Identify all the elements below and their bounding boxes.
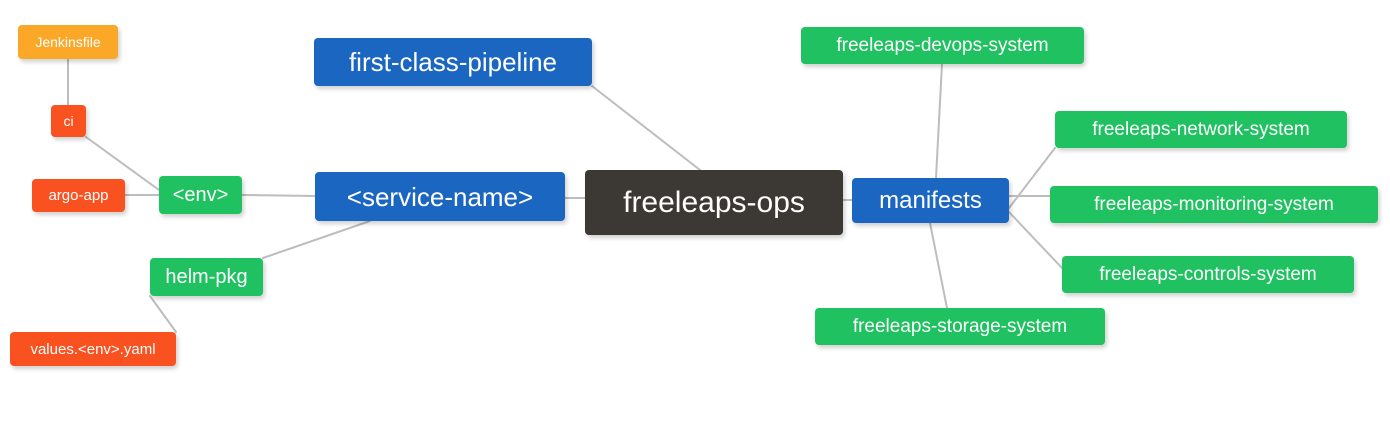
edge-manifests-to-controls-sys	[1008, 211, 1063, 269]
node-ci[interactable]: ci	[51, 105, 86, 137]
node-network-sys[interactable]: freeleaps-network-system	[1055, 111, 1347, 148]
node-freeleaps-ops[interactable]: freeleaps-ops	[585, 170, 843, 235]
node-storage-sys[interactable]: freeleaps-storage-system	[815, 308, 1105, 345]
edge-manifests-to-network-sys	[1008, 147, 1056, 209]
node-argo-app[interactable]: argo-app	[32, 179, 125, 212]
edge-values-yaml-to-helm-pkg	[149, 295, 177, 333]
node-jenkinsfile[interactable]: Jenkinsfile	[18, 25, 118, 59]
edge-helm-pkg-to-service-name	[262, 220, 371, 259]
edge-manifests-to-storage-sys	[929, 222, 948, 309]
node-env[interactable]: <env>	[159, 176, 242, 214]
node-devops-sys[interactable]: freeleaps-devops-system	[801, 27, 1084, 64]
edge-env-to-service-name	[241, 194, 316, 197]
node-manifests[interactable]: manifests	[852, 178, 1009, 223]
node-controls-sys[interactable]: freeleaps-controls-system	[1062, 256, 1354, 293]
edge-manifests-to-devops-sys	[935, 63, 943, 179]
node-service-name[interactable]: <service-name>	[315, 172, 565, 221]
node-first-class[interactable]: first-class-pipeline	[314, 38, 592, 86]
edge-ci-to-env	[85, 136, 160, 191]
node-values-yaml[interactable]: values.<env>.yaml	[10, 332, 176, 366]
node-monitoring-sys[interactable]: freeleaps-monitoring-system	[1050, 186, 1378, 223]
node-helm-pkg[interactable]: helm-pkg	[150, 258, 263, 296]
edge-first-class-to-freeleaps-ops	[591, 85, 701, 171]
